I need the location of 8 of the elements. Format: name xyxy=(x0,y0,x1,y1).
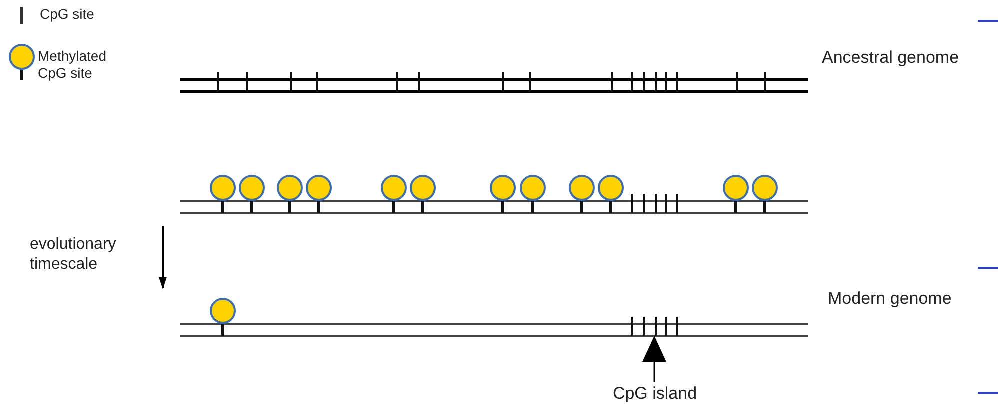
legend-label: Methylated CpG site xyxy=(38,48,108,82)
cpg-island-marks xyxy=(631,317,678,336)
axis-label: evolutionary timescale xyxy=(30,235,118,275)
callout-label: CpG island xyxy=(600,384,710,404)
pointer-arrow xyxy=(642,336,666,382)
genome-label: Ancestral genome xyxy=(822,48,960,68)
genome-label: Modern genome xyxy=(828,289,953,309)
legend-label: CpG site xyxy=(40,6,96,23)
